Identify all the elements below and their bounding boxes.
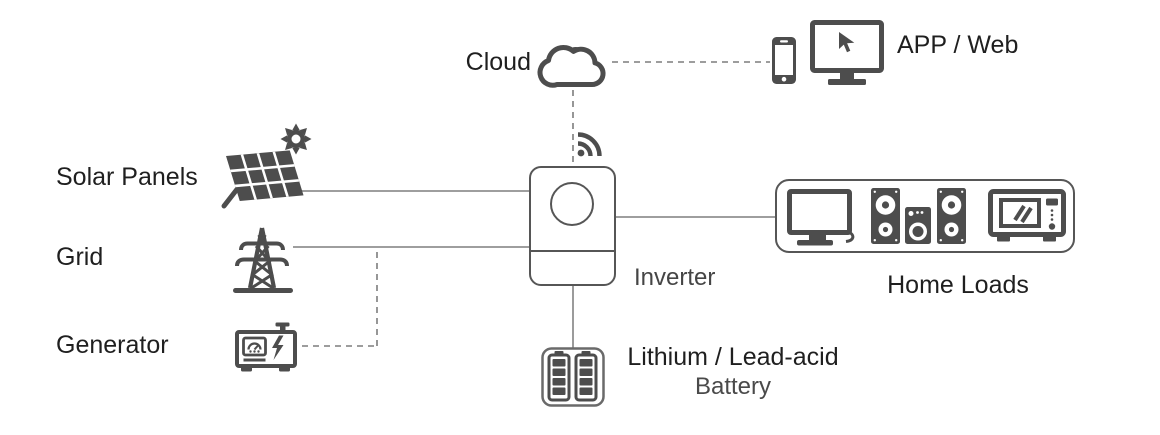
battery-cell-icon <box>574 351 598 402</box>
wifi-signal-icon <box>577 132 602 157</box>
solar-panel-icon <box>221 150 304 209</box>
lightning-bolt-icon <box>272 335 284 360</box>
gauge-panel-icon <box>242 336 267 357</box>
right-speaker-icon <box>937 188 966 244</box>
inverter-box <box>529 166 616 286</box>
app-web-label: APP / Web <box>897 31 1019 59</box>
tv-icon <box>787 189 855 246</box>
microwave-icon <box>988 189 1066 242</box>
home-loads-label: Home Loads <box>887 271 1029 299</box>
generator-icon <box>235 322 297 372</box>
sun-icon <box>280 123 312 155</box>
battery-label: Lithium / Lead-acid Battery <box>613 343 853 401</box>
inverter-divider <box>531 250 614 252</box>
cursor-arrow-icon <box>839 32 855 53</box>
speakers-icon <box>871 188 966 244</box>
inverter-circle <box>550 182 594 226</box>
transmission-tower-icon <box>233 227 293 293</box>
cloud-icon <box>537 44 606 88</box>
grid-label: Grid <box>56 243 104 271</box>
battery-label-line2: Battery <box>694 373 772 400</box>
left-speaker-icon <box>871 188 900 244</box>
inverter-label: Inverter <box>634 264 716 291</box>
subwoofer-icon <box>905 207 931 244</box>
monitor-cursor-icon <box>810 20 884 85</box>
home-loads-box <box>775 179 1075 253</box>
solar-panels-label: Solar Panels <box>56 163 198 191</box>
generator-label: Generator <box>56 331 169 359</box>
battery-cell-icon <box>547 351 571 402</box>
smartphone-icon <box>772 37 796 84</box>
battery-label-line1: Lithium / Lead-acid <box>627 343 839 371</box>
cloud-label: Cloud <box>465 48 531 76</box>
battery-pack-icon <box>541 347 605 407</box>
